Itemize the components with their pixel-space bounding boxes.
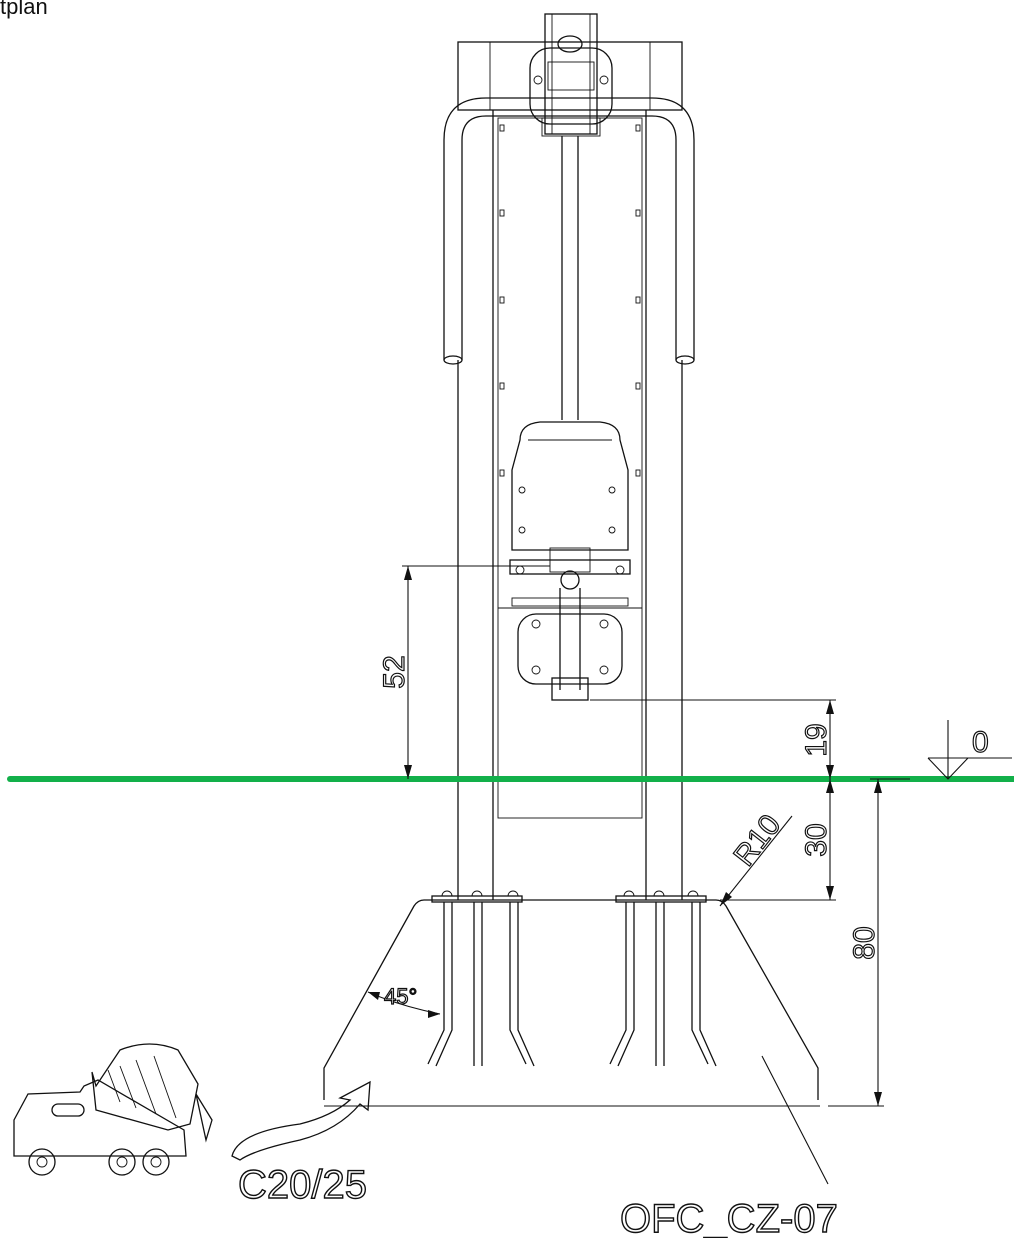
drawing-title: tplan	[0, 0, 48, 19]
machine-frame	[443, 13, 695, 900]
dimension-19	[590, 699, 836, 779]
dimension-52	[402, 565, 550, 779]
concrete-mixer-truck-icon	[13, 1043, 213, 1176]
concrete-class-label: C20/25	[238, 1163, 367, 1207]
dimension-80	[828, 778, 910, 1107]
dimension-52-label: 52	[378, 655, 411, 688]
angle-indicator	[367, 991, 441, 1018]
dimension-80-label: 80	[848, 926, 881, 959]
dimension-19-label: 19	[800, 723, 833, 756]
radius-leader	[719, 815, 793, 907]
product-code-label: OFC_CZ-07	[620, 1197, 838, 1238]
level-marker	[927, 720, 1012, 780]
angle-label: 45°	[384, 984, 417, 1009]
dimension-30-label: 30	[800, 823, 833, 856]
level-zero-label: 0	[972, 726, 989, 759]
concrete-foundation	[323, 890, 820, 1107]
dimension-30	[720, 779, 836, 901]
pour-arrow-icon	[231, 1080, 371, 1161]
product-code-leader	[761, 1055, 829, 1185]
radius-label: R10	[728, 809, 788, 873]
